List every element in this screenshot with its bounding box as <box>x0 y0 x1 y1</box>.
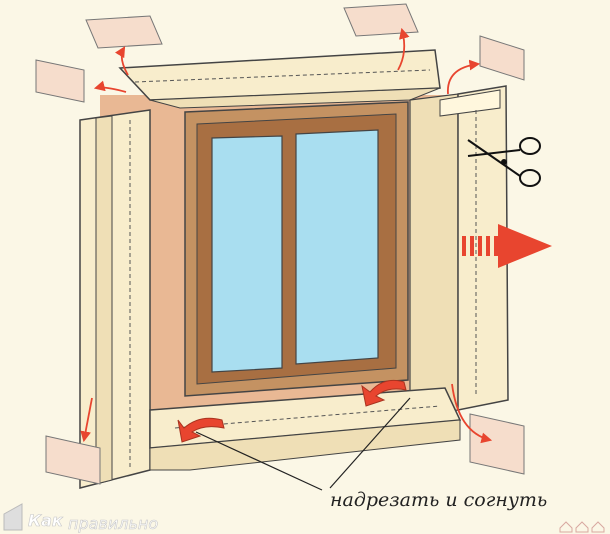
fold-arrow-bottom-left <box>177 417 225 443</box>
watermark-logo-icon <box>3 503 23 531</box>
label-card-top-center <box>343 3 419 37</box>
caption-pointer-lines <box>195 397 411 491</box>
watermark-brand-part2: правильно <box>68 514 158 533</box>
label-card-top-right <box>479 35 525 81</box>
label-card-bottom-left <box>45 435 101 485</box>
arrow-right-icon <box>462 224 552 268</box>
left-trim-panel <box>79 109 151 489</box>
window-frame <box>184 101 409 397</box>
label-card-bottom-right <box>469 413 525 475</box>
top-trim-panel <box>118 49 441 109</box>
right-trim-panel <box>409 85 509 419</box>
caption-label: надрезать и согнуть <box>330 489 547 511</box>
bottom-sill-panel <box>149 387 462 471</box>
glass-pane-left <box>211 135 283 373</box>
watermark-brand-part1: Как <box>28 511 64 530</box>
fold-arrows <box>80 27 493 444</box>
corner-home-icons <box>559 521 605 533</box>
glass-pane-right <box>295 129 379 365</box>
label-card-top-left <box>85 15 163 49</box>
watermark: Как правильно <box>3 503 159 533</box>
fold-arrow-bottom-right <box>361 379 407 407</box>
scissors-icon <box>467 137 541 187</box>
label-card-left <box>35 59 85 103</box>
